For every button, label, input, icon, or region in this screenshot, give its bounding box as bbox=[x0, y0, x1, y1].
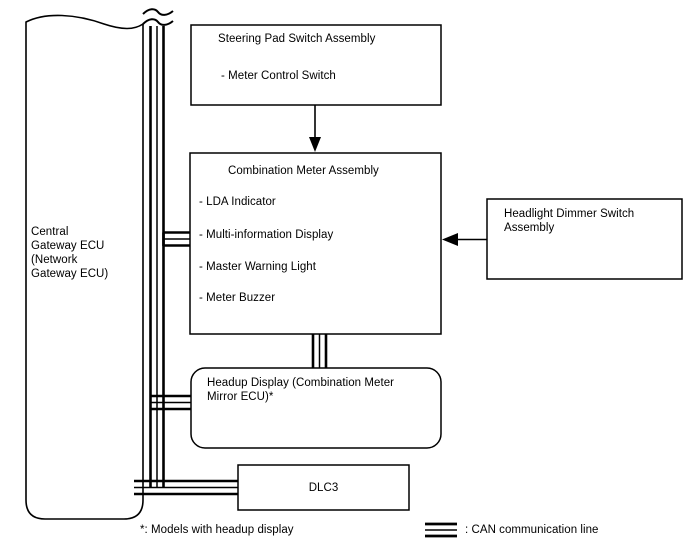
can-break-wave-upper-icon bbox=[142, 8, 174, 16]
dlc3-box bbox=[237, 464, 410, 511]
central-gateway-ecu-shape bbox=[25, 14, 144, 520]
steering-pad-switch-assembly-box bbox=[190, 24, 442, 106]
arrow-dimmer-to-meter-head bbox=[442, 233, 458, 246]
steering-pad-switch-assembly-title: Steering Pad Switch Assembly bbox=[218, 33, 376, 45]
dlc3-label: DLC3 bbox=[308, 482, 339, 494]
combination-meter-item-multi-information-display: - Multi-information Display bbox=[199, 229, 334, 241]
legend-can-communication-line-label: : CAN communication line bbox=[465, 524, 599, 536]
headlight-dimmer-switch-assembly-label: Headlight Dimmer Switch Assembly bbox=[504, 208, 635, 234]
headup-display-box bbox=[190, 367, 442, 449]
central-gateway-ecu-label: Central Gateway ECU (Network Gateway ECU… bbox=[31, 226, 109, 280]
combination-meter-item-meter-buzzer: - Meter Buzzer bbox=[199, 292, 276, 304]
headup-display-label: Headup Display (Combination Meter Mirror… bbox=[207, 377, 395, 403]
combination-meter-assembly-title: Combination Meter Assembly bbox=[228, 165, 379, 177]
can-break-wave-lower-icon bbox=[142, 18, 174, 26]
combination-meter-assembly-box bbox=[189, 152, 442, 335]
combination-meter-item-master-warning-light: - Master Warning Light bbox=[199, 261, 316, 273]
combination-meter-item-lda-indicator: - LDA Indicator bbox=[199, 196, 276, 208]
headup-display-footnote: *: Models with headup display bbox=[140, 524, 294, 536]
arrow-steering-to-meter-head bbox=[309, 137, 321, 152]
steering-pad-switch-item-meter-control-switch: - Meter Control Switch bbox=[221, 70, 336, 82]
headlight-dimmer-switch-assembly-box bbox=[486, 198, 683, 280]
